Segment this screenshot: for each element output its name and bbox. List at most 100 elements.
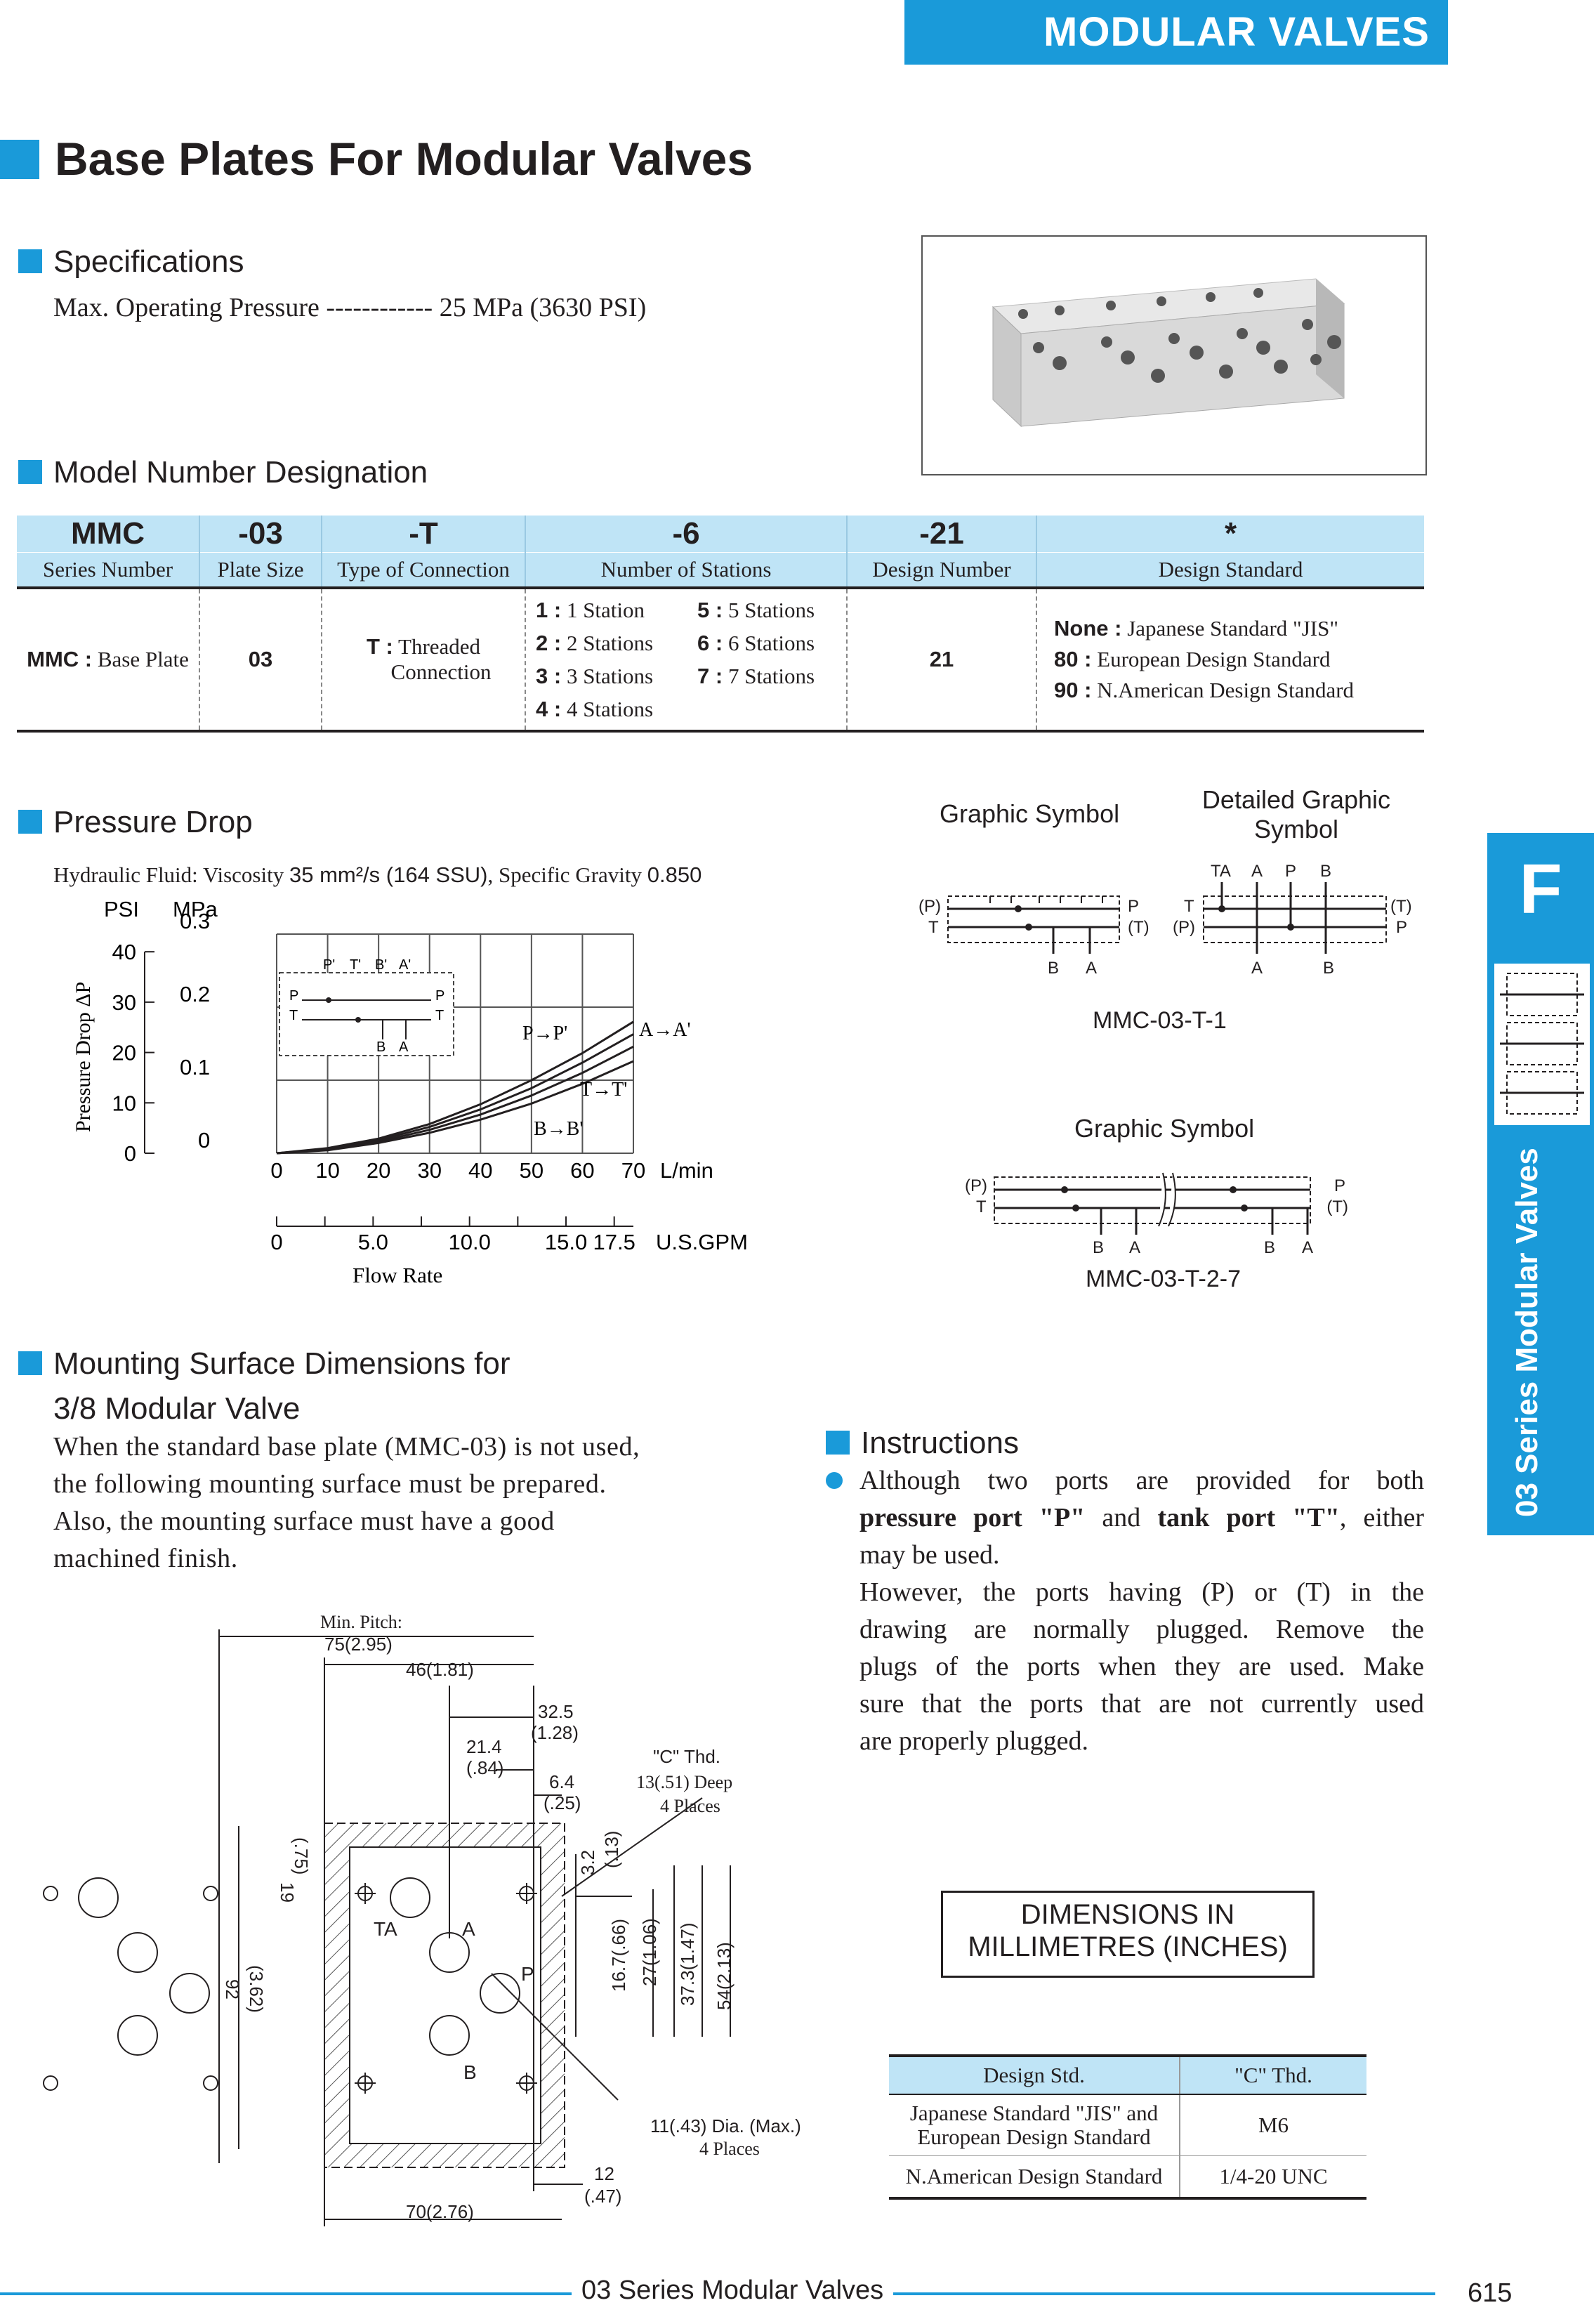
fluid-note: Hydraulic Fluid: Viscosity 35 mm²/s (164… — [53, 862, 702, 888]
dim-label: 11(.43) Dia. (Max.) — [650, 2115, 801, 2136]
mounting-drawing: Min. Pitch: 75(2.95) 46(1.81) 32.5 (1.28… — [43, 1612, 801, 2226]
instructions-body: Although two ports are provided for both… — [826, 1462, 1424, 1760]
x-tick-label: 40 — [468, 1158, 492, 1183]
standard-key: 80 : — [1054, 647, 1092, 671]
dim-label: 32.5 — [538, 1701, 574, 1722]
standard-value: N.American Design Standard — [1097, 678, 1355, 702]
model-code-row: MMC -03 -T -6 -21 * — [17, 516, 1424, 553]
port-label: T — [1184, 897, 1194, 916]
port-label: B — [1048, 959, 1059, 978]
product-photo — [921, 235, 1427, 475]
series-label: T→T' — [580, 1079, 627, 1101]
port-label: A — [462, 1918, 475, 1940]
header-c-thread: "C" Thd. — [1179, 2054, 1366, 2095]
label-connection: Type of Connection — [321, 552, 525, 589]
section-tab — [1487, 833, 1594, 1535]
detailed-symbol-title-2: Symbol — [1253, 815, 1339, 843]
x-tick-label-gpm: 5.0 — [358, 1230, 388, 1254]
dim-label: 13(.51) Deep — [636, 1772, 732, 1792]
x-tick-label-gpm: 15.0 — [545, 1230, 587, 1254]
page-number: 615 — [1468, 2278, 1513, 2308]
model-label-1: MMC-03-T-1 — [1093, 1007, 1227, 1034]
port-label: P — [1128, 897, 1139, 916]
instruction-text: and — [1085, 1503, 1158, 1532]
station-value: 2 Stations — [566, 631, 654, 655]
section-tab-text: 03 Series Modular Valves — [1510, 1148, 1544, 1517]
mounting-line: When the standard base plate (MMC-03) is… — [53, 1432, 640, 1462]
x-unit-gpm: U.S.GPM — [656, 1230, 748, 1254]
instruction-line: may be used. — [859, 1540, 1000, 1570]
standard-key: 90 : — [1054, 678, 1092, 702]
model-value-row: MMC : Base Plate 03 T : Threaded Connect… — [17, 588, 1424, 733]
graphic-symbol-title-2: Graphic Symbol — [1074, 1114, 1255, 1143]
fluid-gravity: 0.850 — [647, 862, 702, 887]
x-tick-label: 20 — [367, 1158, 390, 1183]
port-label: (P) — [1173, 918, 1195, 937]
dim-label: 92 — [222, 1979, 243, 2000]
instruction-line: plugs of the ports when they are used. M… — [859, 1652, 1424, 1681]
standard-value: European Design Standard — [1097, 647, 1331, 671]
value-design-standard: None : Japanese Standard "JIS" 80 : Euro… — [1036, 588, 1424, 733]
y-tick-label-psi: 10 — [112, 1091, 136, 1115]
dim-label: 70(2.76) — [406, 2201, 474, 2222]
page-title: Base Plates For Modular Valves — [0, 132, 753, 185]
dim-label: 27(1.06) — [639, 1918, 660, 1986]
inset-label: P — [435, 988, 444, 1004]
port-label: P — [1285, 862, 1296, 881]
code-series: MMC — [17, 516, 199, 553]
detailed-symbol-title: Detailed Graphic Symbol — [1184, 785, 1409, 844]
station-value: 5 Stations — [727, 598, 815, 622]
dim-label: 54(2.13) — [713, 1942, 735, 2010]
graphic-symbol-2: (P) T P (T) B A B A — [965, 1172, 1348, 1257]
dim-label: 3.2 — [577, 1850, 598, 1875]
port-label: T — [928, 918, 939, 937]
port-label: (P) — [918, 897, 941, 916]
chart-series — [276, 1020, 634, 1155]
station-key: 2 : — [536, 631, 562, 655]
port-label: B — [1323, 959, 1334, 978]
port-label: A — [1086, 959, 1097, 978]
value-connection: T : Threaded Connection — [321, 588, 525, 733]
dim-label: 46(1.81) — [406, 1659, 474, 1680]
label-design-standard: Design Standard — [1036, 552, 1424, 589]
row-standard-line: Japanese Standard "JIS" and — [909, 2101, 1159, 2125]
model-label-row: Series Number Plate Size Type of Connect… — [17, 552, 1424, 589]
value-plate-size: 03 — [199, 588, 322, 733]
x-axis-label: Flow Rate — [353, 1263, 442, 1285]
dim-label: 21.4 — [466, 1736, 502, 1757]
row-standard: Japanese Standard "JIS" and European Des… — [889, 2094, 1180, 2156]
mounting-heading-1: Mounting Surface Dimensions for — [53, 1346, 511, 1381]
x-tick-label-gpm: 10.0 — [449, 1230, 491, 1254]
inset-label: A — [399, 1039, 409, 1055]
connection-key: T : — [366, 634, 393, 659]
port-label: (T) — [1326, 1197, 1348, 1216]
fluid-note-text: , Specific Gravity — [487, 862, 647, 887]
label-series: Series Number — [17, 552, 199, 589]
fluid-viscosity: 35 mm²/s (164 SSU) — [289, 862, 488, 887]
instruction-line: drawing are normally plugged. Remove the — [859, 1615, 1424, 1644]
thread-table-header: Design Std. "C" Thd. — [889, 2054, 1366, 2095]
dimensions-note: DIMENSIONS IN MILLIMETRES (INCHES) — [941, 1891, 1315, 1978]
row-thread: 1/4-20 UNC — [1179, 2155, 1366, 2200]
standard-key: None : — [1054, 616, 1122, 641]
instructions-heading-text: Instructions — [861, 1426, 1019, 1460]
pressure-drop-heading: Pressure Drop — [18, 805, 253, 840]
code-plate-size: -03 — [199, 516, 322, 553]
bullet-square-icon — [18, 810, 42, 834]
title-square-icon — [0, 140, 39, 179]
x-unit-lmin: L/min — [660, 1158, 713, 1183]
footer-title: 03 Series Modular Valves — [572, 2276, 894, 2306]
x-tick-label: 60 — [570, 1158, 594, 1183]
series-value: Base Plate — [97, 647, 189, 671]
dim-label: (1.28) — [531, 1722, 579, 1743]
model-number-table: MMC -03 -T -6 -21 * Series Number Plate … — [17, 516, 1424, 733]
port-label: T — [976, 1197, 987, 1216]
section-tab-letter: F — [1487, 833, 1594, 945]
dim-label: (3.62) — [246, 1965, 267, 2013]
page-title-text: Base Plates For Modular Valves — [55, 133, 753, 185]
specifications-heading: Specifications — [18, 244, 244, 280]
dim-label: (.75) — [291, 1837, 312, 1875]
y-axis-label: Pressure Drop ΔP — [72, 982, 95, 1132]
x-tick-label-gpm: 0 — [270, 1230, 282, 1254]
